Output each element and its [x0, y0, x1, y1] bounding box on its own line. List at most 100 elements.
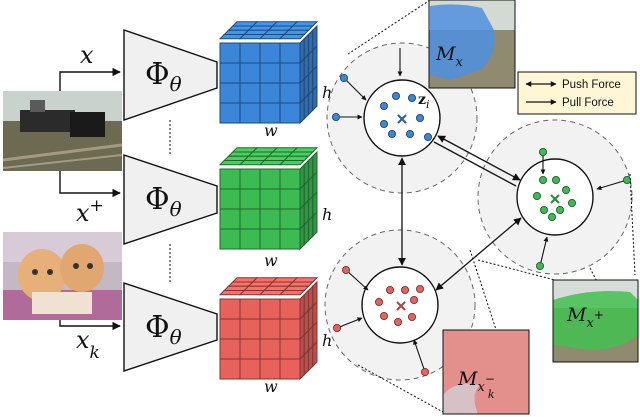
prototype-cross — [397, 114, 407, 124]
cube-cell — [299, 223, 305, 251]
cube-cell — [278, 34, 306, 40]
embedding-point — [415, 284, 424, 293]
cube-cell — [239, 318, 261, 340]
z-i-label: zi — [418, 92, 429, 111]
cube-cell — [312, 84, 318, 112]
feature-cube-blue — [218, 21, 319, 125]
embedding-point — [562, 185, 571, 194]
cube-cell — [259, 168, 281, 190]
cube-cell — [308, 345, 314, 372]
cube-cell — [239, 168, 261, 190]
cube-cell — [219, 208, 241, 230]
embedding-point — [379, 120, 388, 129]
svg-text:Φθ: Φθ — [145, 182, 182, 221]
h-label-top: h — [322, 83, 332, 102]
train-image — [2, 91, 123, 171]
cube-cell — [283, 29, 310, 35]
cube-cell — [219, 318, 241, 340]
pull-arrow — [539, 236, 549, 267]
force-legend: Push Force Pull Force — [517, 71, 637, 115]
push-arrow-red-green — [435, 217, 522, 291]
cube-cell — [279, 82, 301, 104]
cube-cell — [279, 298, 301, 320]
embedding-point — [407, 94, 416, 103]
cube-cell — [259, 358, 281, 380]
embedding-point — [331, 113, 340, 122]
cube-cell — [312, 210, 318, 238]
embedding-point — [393, 317, 402, 326]
cube-cell — [219, 82, 241, 104]
feature-cube-green — [218, 147, 319, 251]
cube-cell — [259, 82, 281, 104]
embedding-point — [539, 147, 548, 156]
w-label-bottom: w — [264, 377, 278, 396]
cube-cell — [287, 151, 314, 157]
cube-cell — [279, 42, 301, 64]
w-label-middle: w — [264, 251, 278, 270]
cube-cell — [308, 215, 314, 242]
pull-force-label: Pull Force — [562, 97, 614, 109]
embedding-point — [415, 114, 424, 123]
cube-cell — [259, 42, 281, 64]
cube-cell — [239, 338, 261, 360]
embedding-point — [552, 175, 561, 184]
push-force-label: Push Force — [562, 79, 621, 91]
cube-cell — [239, 228, 261, 250]
embedding-point — [379, 311, 388, 320]
cube-cell — [259, 228, 281, 250]
inter-cluster-arrows — [398, 135, 522, 291]
pull-arrow — [413, 339, 426, 373]
cube-cell — [279, 168, 301, 190]
x-k-label: xk — [76, 326, 100, 363]
cube-cell — [283, 155, 310, 161]
feature-cube-red — [218, 277, 319, 381]
cube-cell — [303, 349, 309, 376]
cube-cell — [259, 298, 281, 320]
embedding-point — [374, 297, 383, 306]
cube-cell — [219, 168, 241, 190]
svg-text:Mx−k: Mx−k — [457, 368, 495, 401]
embedding-point — [568, 198, 577, 207]
cube-cell — [219, 358, 241, 380]
cube-cell — [287, 25, 314, 31]
embedding-point — [339, 74, 348, 83]
prototype-cross — [396, 301, 406, 311]
cube-cell — [239, 358, 261, 380]
cube-cell — [279, 102, 301, 124]
cube-cell — [219, 228, 241, 250]
cube-cell — [303, 93, 309, 120]
cube-cell — [219, 188, 241, 210]
embedding-point — [379, 102, 388, 111]
svg-text:Φθ: Φθ — [145, 310, 182, 349]
pull-line-blue-green — [433, 141, 517, 187]
cube-cell — [312, 340, 318, 368]
pull-arrow — [343, 77, 367, 101]
embedding-point — [623, 175, 632, 184]
embedding-point — [536, 261, 545, 270]
kitten-image — [3, 232, 122, 320]
cube-cell — [279, 228, 301, 250]
cube-cell — [303, 219, 309, 246]
cube-cell — [219, 338, 241, 360]
embedding-point — [407, 312, 416, 321]
cube-cell — [279, 208, 301, 230]
cube-cell — [279, 188, 301, 210]
embedding-point — [420, 367, 429, 376]
mask-thumbnail-green: Mx+ — [552, 279, 639, 363]
cube-cell — [239, 208, 261, 230]
cube-cell — [239, 102, 261, 124]
h-label-middle: h — [322, 205, 332, 224]
encoder-middle: Φθ — [123, 154, 218, 245]
embedding-point — [548, 212, 557, 221]
embedding-point — [540, 205, 549, 214]
cube-cell — [239, 62, 261, 84]
svg-text:Mx+: Mx+ — [566, 304, 604, 331]
cube-cell — [239, 188, 261, 210]
input-arrows — [59, 67, 121, 331]
embedding-point — [533, 191, 542, 200]
cube-cell — [278, 290, 306, 296]
w-label-top: w — [264, 121, 278, 140]
prototype-cross — [550, 194, 560, 204]
encoder-bottom: Φθ — [123, 282, 218, 372]
